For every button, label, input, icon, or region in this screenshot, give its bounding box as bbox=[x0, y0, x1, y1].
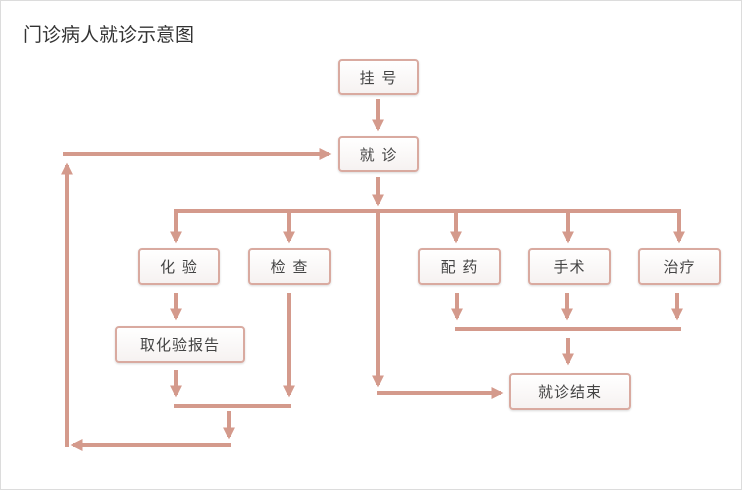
node-dispense: 配 药 bbox=[418, 248, 501, 285]
node-lab-test: 化 验 bbox=[138, 248, 220, 285]
node-register: 挂 号 bbox=[338, 59, 419, 95]
node-surgery: 手术 bbox=[528, 248, 611, 285]
node-consult: 就 诊 bbox=[338, 136, 419, 172]
node-examination: 检 查 bbox=[248, 248, 331, 285]
node-treatment: 治疗 bbox=[638, 248, 721, 285]
diagram-title: 门诊病人就诊示意图 bbox=[23, 24, 195, 46]
node-lab-report: 取化验报告 bbox=[115, 326, 245, 363]
node-end: 就诊结束 bbox=[509, 373, 631, 410]
